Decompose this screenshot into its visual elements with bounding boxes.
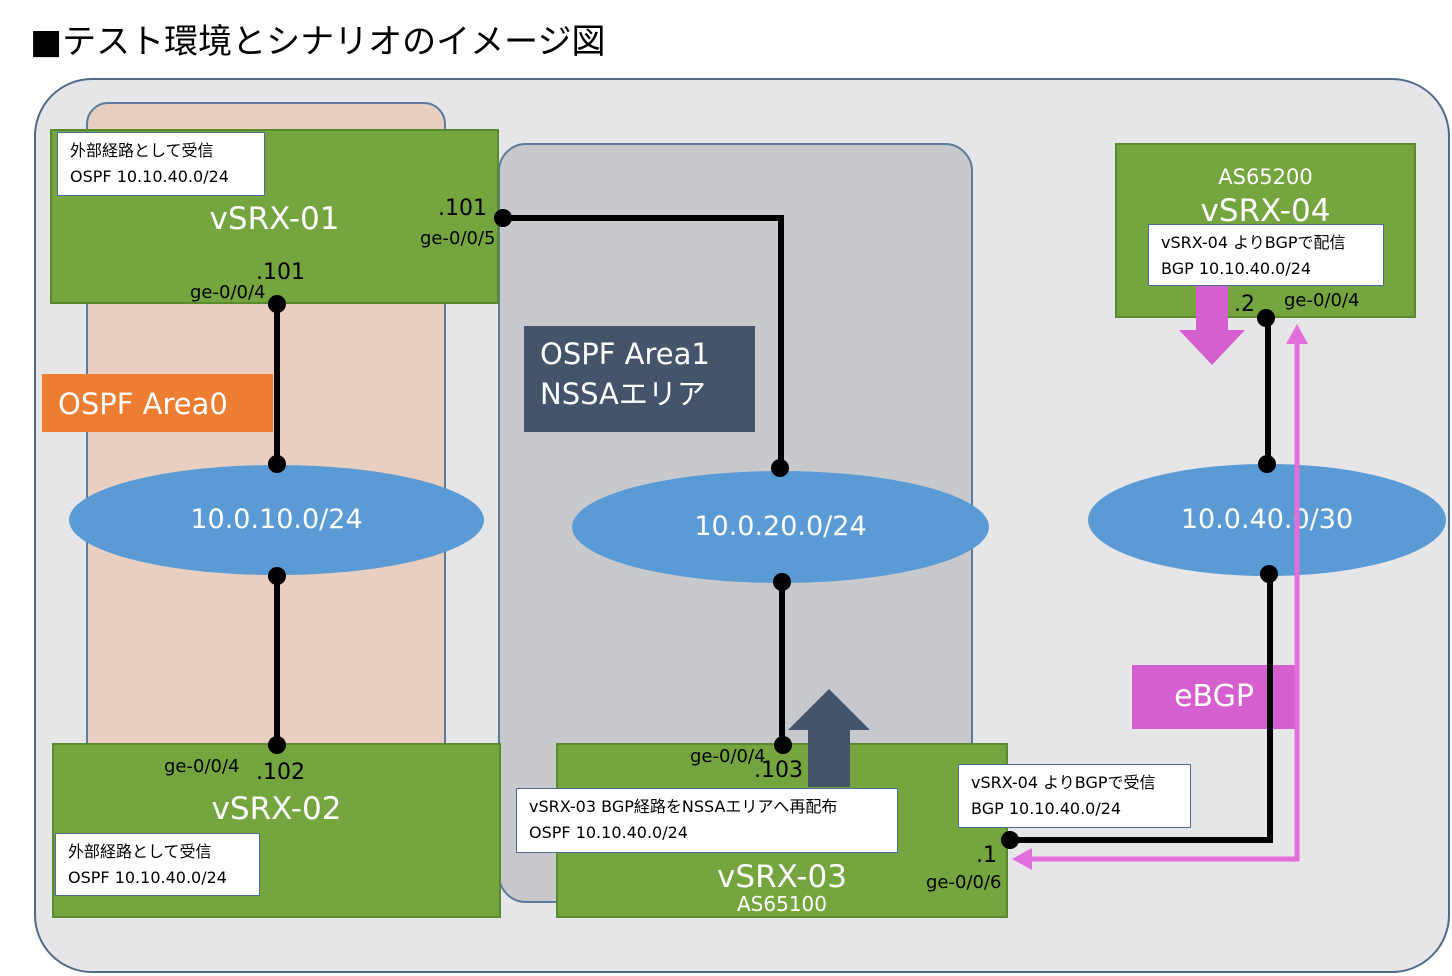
port-dot [774,736,792,754]
interface-label: ge-0/0/5 [420,228,496,249]
port-dot [1001,831,1019,849]
port-dot [1258,455,1276,473]
note-vsrx-01: 外部経路として受信 OSPF 10.10.40.0/24 [57,132,265,196]
router-name: vSRX-04 [1200,193,1331,229]
bgp-advertise-arrow [1179,279,1245,365]
interface-label: ge-0/0/4 [190,282,266,303]
interface-label: ge-0/0/6 [926,872,1002,893]
link-r1-n2 [501,215,784,468]
ip-label: .1 [976,843,997,868]
note-vsrx-03-redistribute: vSRX-03 BGP経路をNSSAエリアへ再配布 OSPF 10.10.40.… [516,788,898,853]
router-name: vSRX-01 [209,201,340,237]
note-vsrx-02: 外部経路として受信 OSPF 10.10.40.0/24 [55,833,260,896]
port-dot [268,567,286,585]
port-dot [268,736,286,754]
ip-label: .103 [754,758,803,783]
as-number: AS65200 [1218,165,1313,189]
network-10-0-20-0: 10.0.20.0/24 [572,471,989,583]
router-name: vSRX-03 [717,859,847,895]
port-dot [771,459,789,477]
port-dot [268,295,286,313]
note-vsrx-04: vSRX-04 よりBGPで配信 BGP 10.10.40.0/24 [1148,224,1384,286]
ip-label: .102 [256,760,305,785]
ospf-area0-label: OSPF Area0 [42,374,273,432]
page-title: ■テスト環境とシナリオのイメージ図 [30,22,606,62]
router-name: vSRX-02 [211,791,342,827]
as-number: AS65100 [737,892,827,916]
interface-label: ge-0/0/4 [690,746,766,767]
port-dot [1257,309,1275,327]
ospf-area1-label: OSPF Area1 NSSAエリア [524,326,755,432]
network-10-0-10-0: 10.0.10.0/24 [69,465,484,575]
port-dot [268,455,286,473]
port-dot [1260,565,1278,583]
bgp-advertise-path [1030,340,1300,862]
ip-label: .101 [256,260,305,285]
port-dot [494,209,512,227]
note-vsrx-03-received: vSRX-04 よりBGPで受信 BGP 10.10.40.0/24 [958,764,1191,828]
redistribute-arrow [788,689,870,787]
ip-label: .2 [1234,292,1255,317]
network-10-0-40-0: 10.0.40.0/30 [1088,464,1446,576]
port-dot [773,573,791,591]
ip-label: .101 [438,196,487,221]
interface-label: ge-0/0/4 [1284,290,1360,311]
interface-label: ge-0/0/4 [164,756,240,777]
bgp-arrow-head-left [1012,848,1032,870]
link-n3-r3 [1010,576,1273,843]
bgp-arrow-head-up [1286,324,1308,344]
